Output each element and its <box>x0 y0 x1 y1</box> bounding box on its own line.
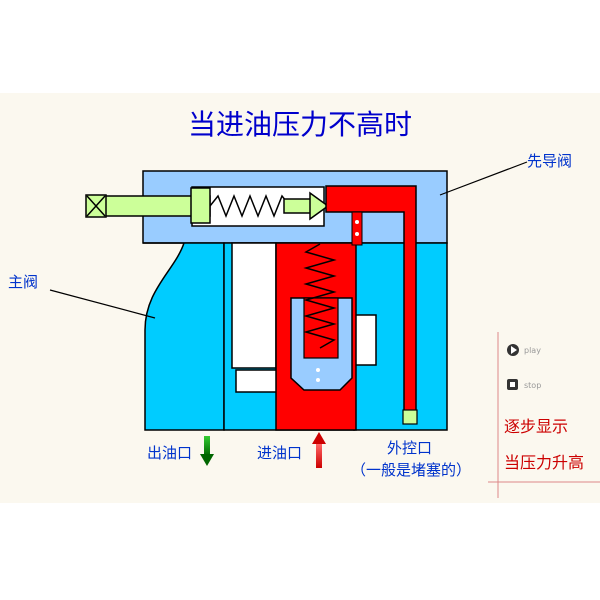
inlet-arrow <box>312 432 326 468</box>
control-panel <box>488 332 600 498</box>
outlet-label: 出油口 <box>147 444 192 462</box>
inlet-label: 进油口 <box>257 444 302 462</box>
diagram-title: 当进油压力不高时 <box>188 108 412 141</box>
main-valve-leader <box>49 289 156 319</box>
play-label: play <box>524 346 541 355</box>
outlet-arrow <box>200 436 214 466</box>
external-control-label: 外控口 <box>387 439 432 457</box>
pilot-spring <box>209 193 291 219</box>
pilot-valve-label: 先导阀 <box>527 152 572 170</box>
external-control-note: （一般是堵塞的） <box>351 461 471 479</box>
pilot-valve-leader <box>439 161 528 196</box>
pilot-poppet <box>283 191 330 221</box>
pressure-rise-button[interactable]: 当压力升高 <box>504 453 584 472</box>
stop-label: stop <box>524 381 541 390</box>
main-valve-chambers <box>231 242 377 393</box>
main-valve-label: 主阀 <box>8 273 38 291</box>
step-display-button[interactable]: 逐步显示 <box>504 417 568 436</box>
play-button[interactable]: play <box>507 344 541 356</box>
main-spring <box>303 243 337 349</box>
stop-button[interactable]: stop <box>507 379 541 390</box>
